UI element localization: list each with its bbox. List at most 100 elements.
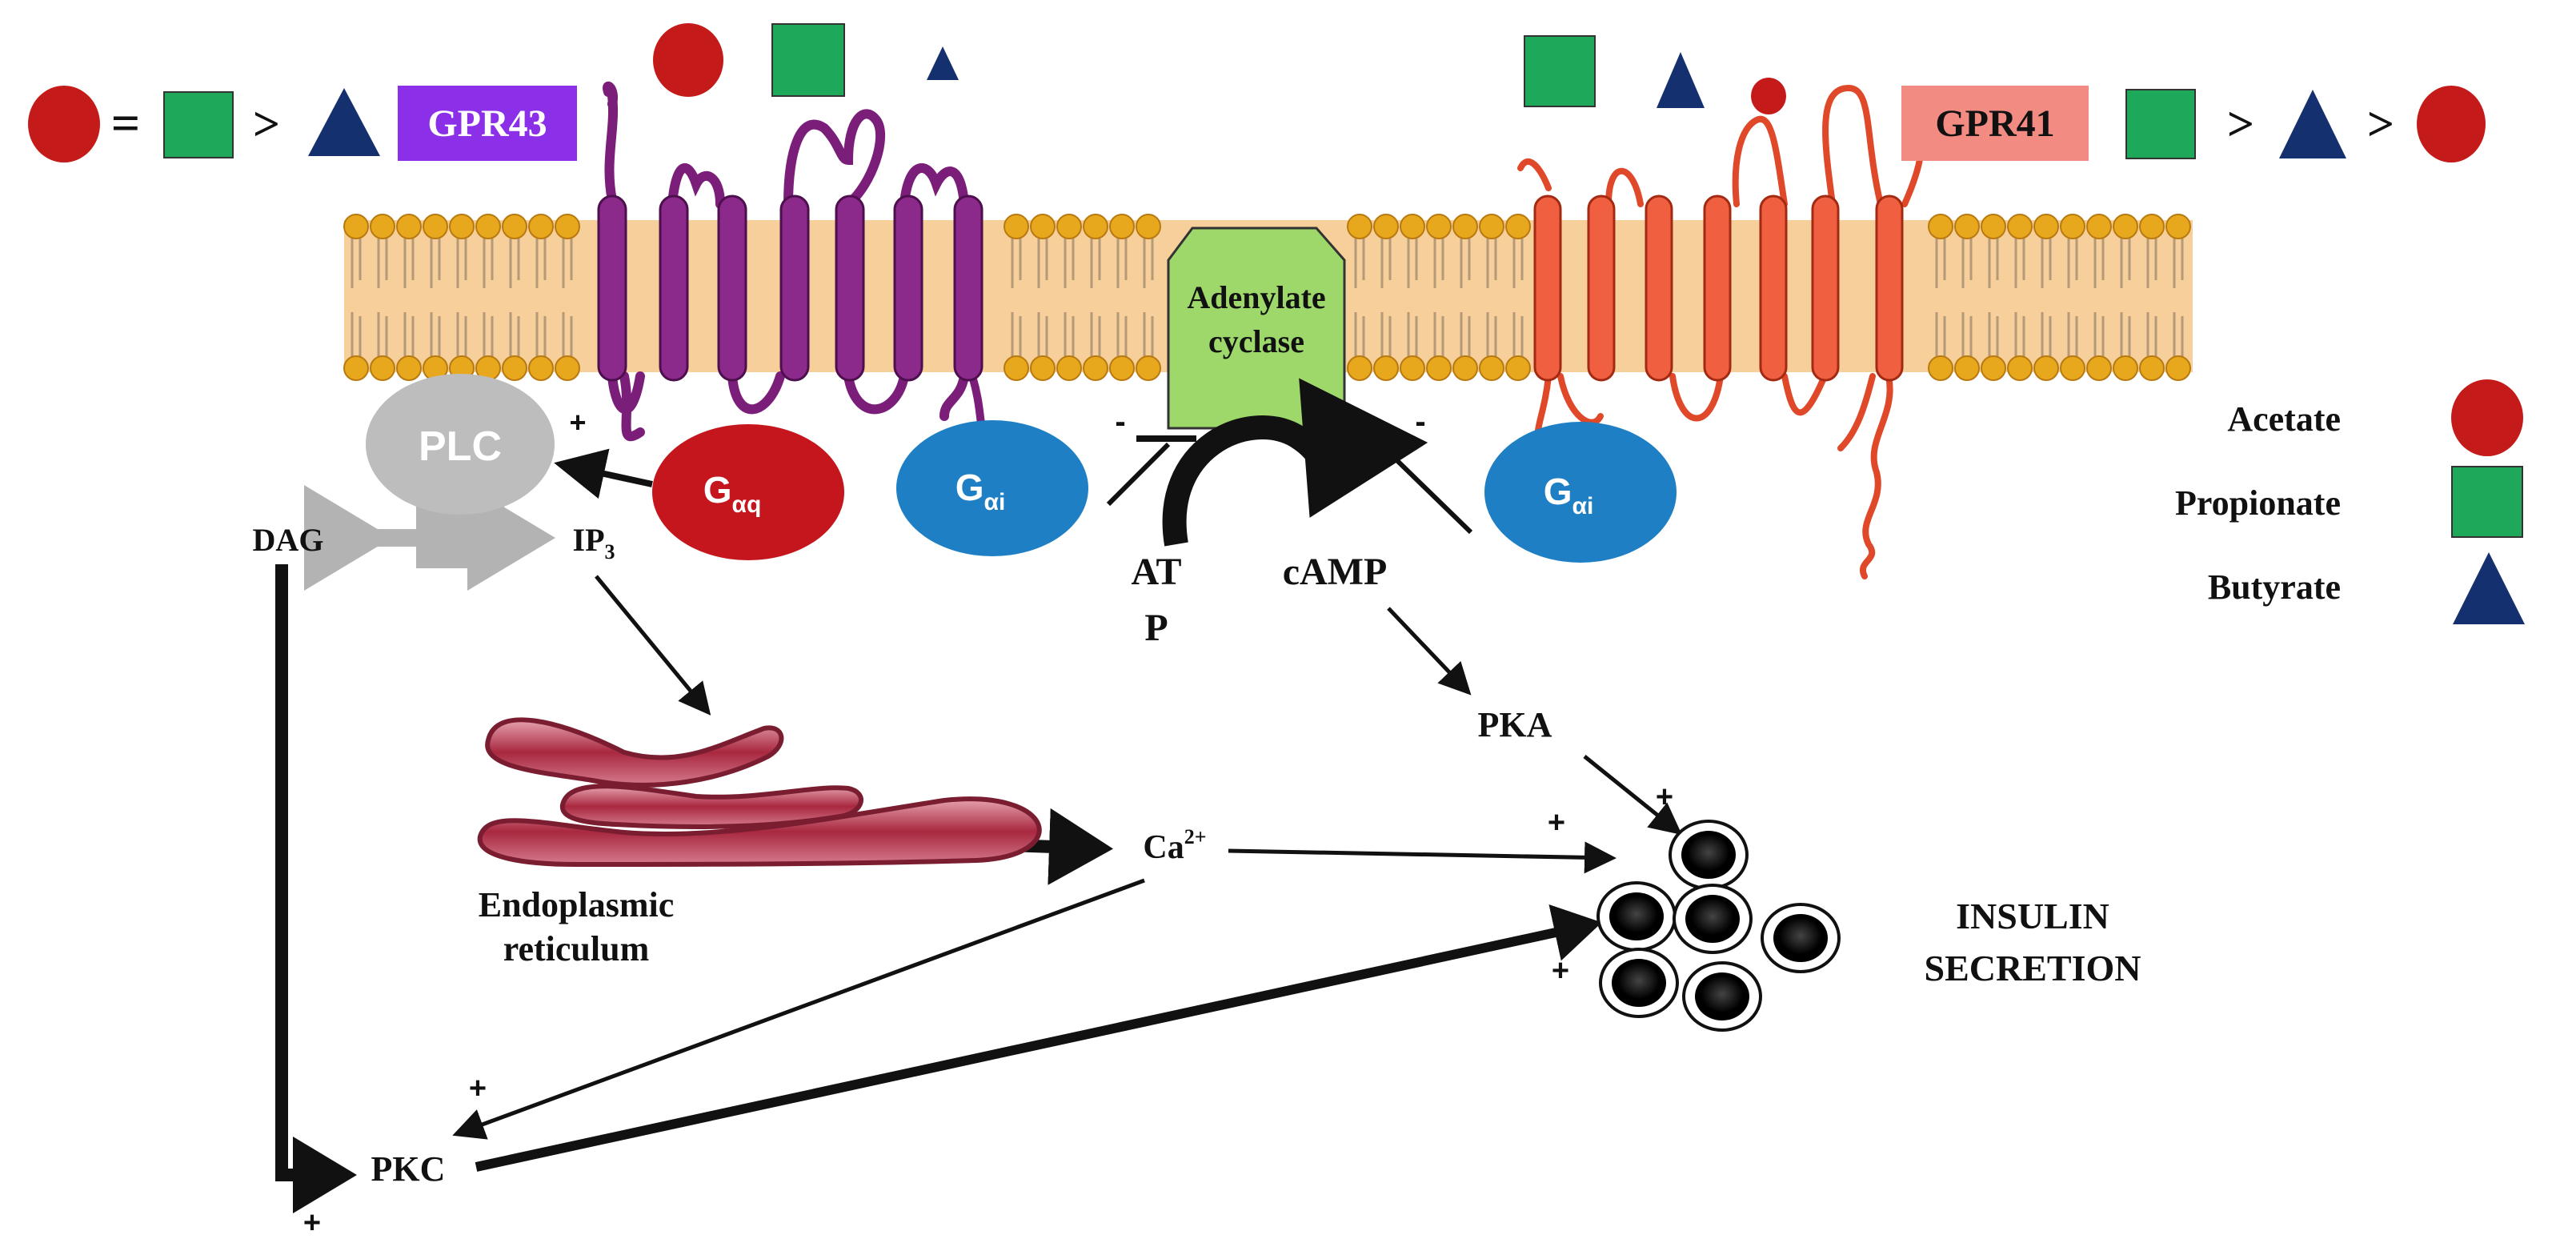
- lipid-tail: [1354, 239, 1365, 356]
- insulin-granule: [1773, 914, 1828, 962]
- lipid-tail: [2146, 239, 2157, 356]
- lipid-tail: [483, 239, 494, 356]
- g-alpha-i-right-main: G: [1544, 471, 1572, 512]
- lipid-tail: [456, 239, 467, 356]
- lipid-head: [555, 355, 580, 381]
- lipid-head: [1373, 355, 1399, 381]
- lipid-head: [1030, 214, 1056, 239]
- lipid-head: [1981, 355, 2006, 381]
- er-cisterna-1: [485, 717, 784, 788]
- gpr41-relation-2: >: [2367, 98, 2394, 150]
- lipid-head: [1109, 214, 1135, 239]
- lipid-head: [1928, 214, 1953, 239]
- lipid-tail: [1116, 239, 1128, 356]
- lipid-tail: [1011, 239, 1022, 356]
- lipid-tail: [1090, 239, 1101, 356]
- lipid-head: [396, 214, 422, 239]
- pka-label: PKA: [1478, 705, 1552, 744]
- lipid-tail: [509, 239, 520, 356]
- legend-label-butyrate: Butyrate: [2208, 567, 2341, 607]
- lipid-head: [1373, 214, 1399, 239]
- g-alpha-i-left-sub: αi: [984, 489, 1006, 515]
- insulin-granule: [1609, 892, 1664, 940]
- lipid-tail: [403, 239, 415, 356]
- acetate-icon: [2417, 86, 2486, 162]
- ca-to-insulin-arrow: [1228, 841, 1617, 874]
- acetate-icon: [1751, 78, 1786, 114]
- lipid-head: [1452, 214, 1478, 239]
- lipid-head: [2086, 355, 2112, 381]
- pkc-insulin-plus-sign: +: [1552, 954, 1569, 988]
- er-cisterna-2: [560, 784, 863, 829]
- acetate-icon: [653, 23, 723, 97]
- g-alpha-q: Gαq: [652, 424, 844, 560]
- lipid-tail: [2041, 239, 2052, 356]
- lipid-head: [1109, 355, 1135, 381]
- pathway-labels: DAG IP3 AT P cAMP PKA Ca2+ PKC INSULIN S…: [253, 404, 2141, 1240]
- lipid-tail: [2014, 239, 2025, 356]
- lipid-head: [528, 214, 554, 239]
- lipid-head: [2086, 214, 2112, 239]
- g-alpha-i-right: Gαi: [1484, 422, 1677, 563]
- plc-complex: PLC +: [304, 374, 587, 591]
- ip3-label-main: IP: [573, 522, 605, 558]
- gpr41-relation-1: >: [2227, 98, 2254, 150]
- lipid-head: [1347, 214, 1372, 239]
- gpr41-helices: [1533, 194, 1904, 382]
- propionate-icon: [163, 91, 234, 158]
- legend-label-acetate: Acetate: [2227, 399, 2341, 439]
- lipid-head: [1426, 355, 1452, 381]
- lipid-tail: [430, 239, 441, 356]
- lipid-head: [2139, 355, 2165, 381]
- lipid-head: [1004, 355, 1029, 381]
- butyrate-icon: [1657, 52, 1705, 108]
- butyrate-icon: [2279, 90, 2346, 158]
- g-alpha-q-main: G: [703, 469, 732, 511]
- lipid-head: [449, 214, 475, 239]
- lipid-tail: [1037, 239, 1048, 356]
- g-alpha-i-right-sub: αi: [1572, 493, 1594, 519]
- lipid-tail: [2067, 239, 2078, 356]
- ca-pkc-plus-sign: +: [469, 1072, 487, 1105]
- gpr41-loops: [1517, 84, 1925, 451]
- atp-to-camp-arrow: [1162, 378, 1428, 547]
- insulin-granule: [1685, 895, 1740, 943]
- insulin-granule: [1612, 959, 1666, 1007]
- ac-minus-left: -: [1115, 404, 1125, 439]
- er-label-line2: reticulum: [503, 929, 650, 968]
- gpr43-label-box: [398, 86, 577, 161]
- legend-label-propionate: Propionate: [2175, 483, 2341, 523]
- lipid-head: [1954, 214, 1980, 239]
- gpr41-label-box: [1901, 86, 2089, 161]
- lipid-head: [2033, 214, 2059, 239]
- lipid-head: [370, 214, 395, 239]
- ip3-to-er-arrow: [595, 575, 711, 716]
- lipid-tail: [351, 239, 362, 356]
- insulin-vesicles: [1596, 820, 1841, 1032]
- camp-to-pka-arrow: [1387, 607, 1472, 696]
- plc-label: PLC: [419, 423, 502, 470]
- lipid-head: [1505, 214, 1531, 239]
- insulin-label-line1: INSULIN: [1956, 896, 2109, 936]
- lipid-head: [528, 355, 554, 381]
- svg-text:Gαq: Gαq: [703, 469, 762, 518]
- gpr43-ranking: = > GPR43: [28, 86, 577, 162]
- lipid-tail: [1143, 239, 1154, 356]
- lipid-head: [1030, 355, 1056, 381]
- g-alpha-i-left-main: G: [955, 467, 984, 508]
- ca-plus-sign: +: [1548, 806, 1565, 840]
- dag-pkc-plus-sign: +: [303, 1206, 321, 1240]
- lipid-tail: [1512, 239, 1524, 356]
- lipid-head: [2165, 355, 2191, 381]
- lipid-tail: [2120, 239, 2131, 356]
- gaq-to-plc-arrow: [554, 448, 653, 499]
- svg-text:Gαi: Gαi: [1544, 471, 1594, 519]
- lipid-head: [2060, 214, 2085, 239]
- adenylate-cyclase-line1: Adenylate: [1187, 279, 1325, 315]
- lipid-head: [1452, 355, 1478, 381]
- lipid-tail: [2093, 239, 2105, 356]
- adenylate-cyclase: Adenylate cyclase: [1167, 227, 1346, 430]
- g-alpha-q-sub: αq: [732, 491, 762, 518]
- lipid-heads-top: [343, 214, 2191, 239]
- svg-text:IP3: IP3: [573, 522, 615, 563]
